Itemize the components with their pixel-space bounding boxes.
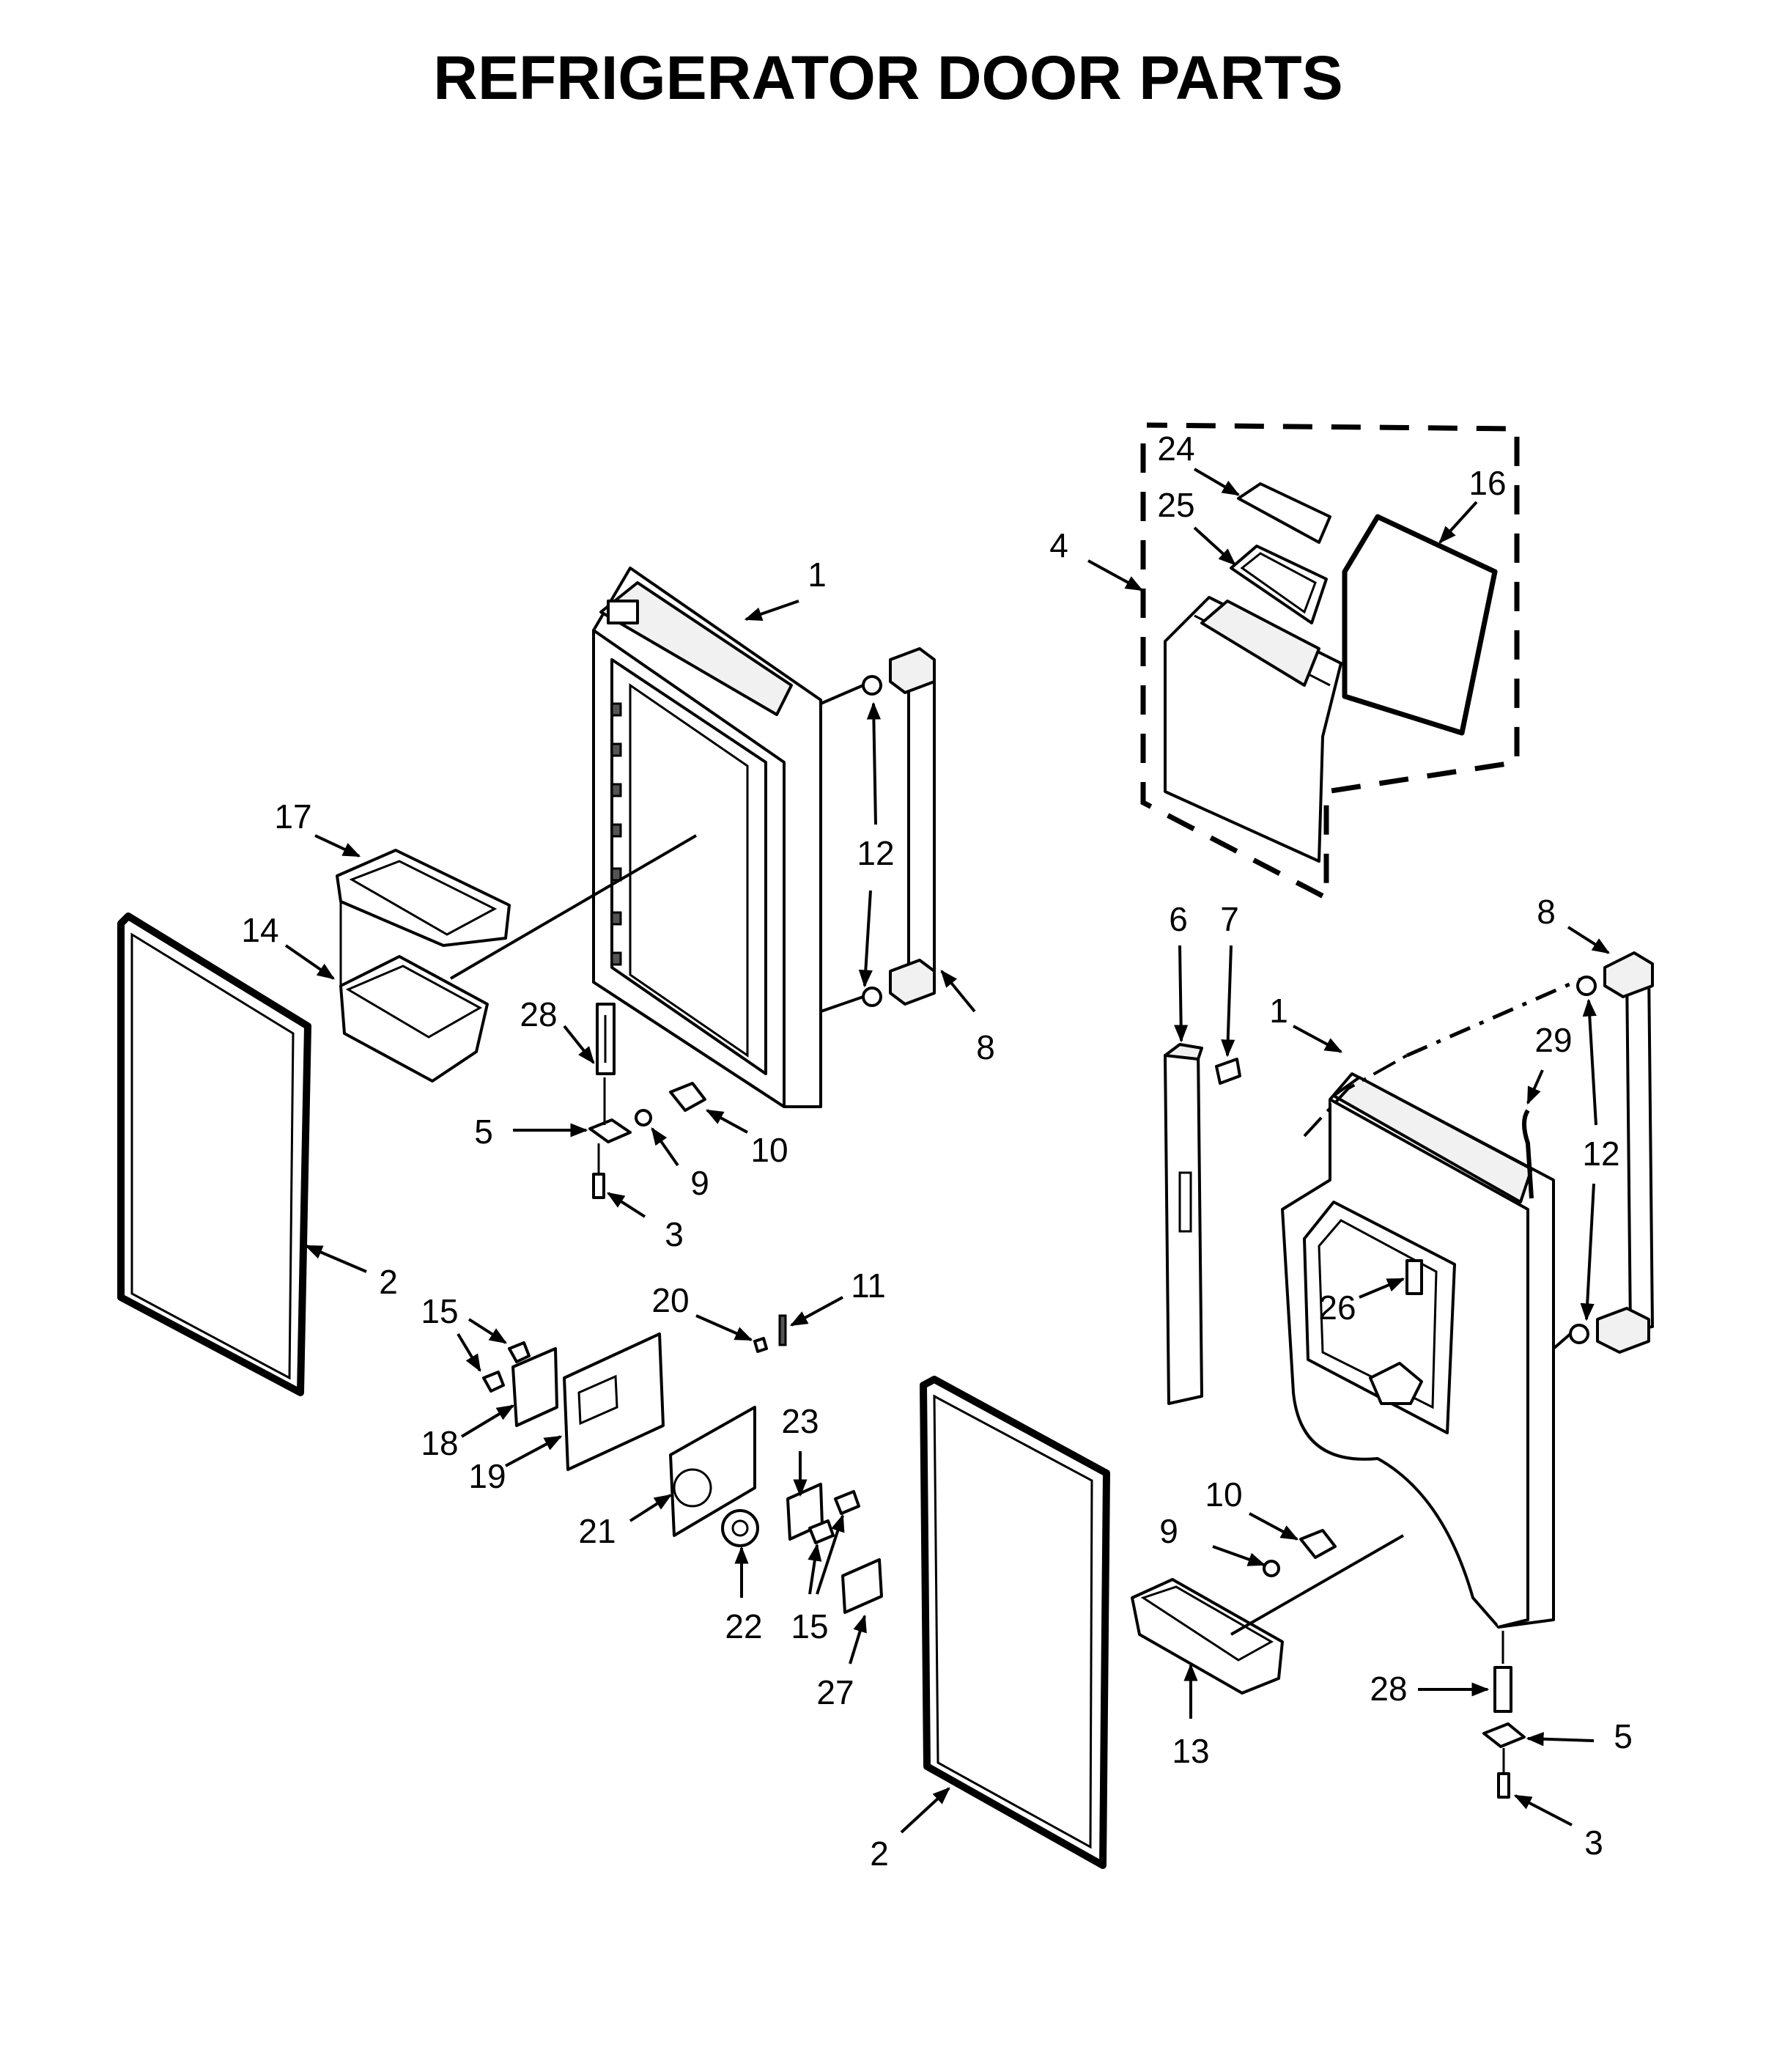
callout-3a: 3 bbox=[665, 1215, 684, 1253]
left-screw-3 bbox=[592, 1143, 605, 1199]
callout-23: 23 bbox=[781, 1402, 819, 1440]
callout-17: 17 bbox=[274, 797, 311, 836]
dispenser-panel-19 bbox=[563, 1332, 665, 1471]
ice-bin-door-4 bbox=[1164, 596, 1342, 863]
callout-16: 16 bbox=[1468, 464, 1506, 502]
callout-13: 13 bbox=[1172, 1732, 1209, 1770]
callout-15a: 15 bbox=[421, 1292, 458, 1330]
right-hinge-28 bbox=[1493, 1631, 1512, 1713]
callout-6: 6 bbox=[1169, 900, 1188, 938]
right-hinge-plate-5 bbox=[1482, 1722, 1526, 1748]
screw-7 bbox=[1215, 1058, 1241, 1085]
callout-19: 19 bbox=[468, 1457, 506, 1495]
callout-22: 22 bbox=[725, 1607, 762, 1645]
callout-24: 24 bbox=[1157, 429, 1194, 468]
screws-15-upper bbox=[482, 1341, 531, 1393]
callout-2b: 2 bbox=[870, 1835, 889, 1873]
left-handle-8 bbox=[820, 647, 936, 1013]
callout-21: 21 bbox=[578, 1512, 616, 1550]
callout-1a: 1 bbox=[808, 556, 827, 594]
callout-20: 20 bbox=[651, 1281, 689, 1319]
callout-8b: 8 bbox=[1537, 893, 1556, 931]
right-handle-8 bbox=[1552, 951, 1654, 1354]
bracket-18 bbox=[511, 1347, 558, 1427]
callout-26: 26 bbox=[1318, 1288, 1356, 1327]
cover-27 bbox=[841, 1558, 883, 1614]
left-hinge-plate-5 bbox=[588, 1077, 632, 1143]
door-hinge-strip-6 bbox=[1164, 1043, 1203, 1405]
callout-4: 4 bbox=[1049, 526, 1068, 564]
callout-27: 27 bbox=[816, 1673, 854, 1711]
right-closer-10 bbox=[1299, 1529, 1337, 1559]
left-door-shelf-studs bbox=[610, 702, 622, 966]
left-bin-14 bbox=[339, 902, 489, 1083]
callout-25: 25 bbox=[1157, 486, 1194, 524]
callout-12b: 12 bbox=[1582, 1135, 1619, 1173]
callout-8a: 8 bbox=[976, 1028, 995, 1066]
pin-11 bbox=[778, 1314, 787, 1346]
callout-28b: 28 bbox=[1370, 1670, 1407, 1708]
spring-22 bbox=[721, 1509, 759, 1547]
left-door-1 bbox=[592, 567, 822, 1108]
right-screw-3 bbox=[1497, 1748, 1510, 1799]
callout-2a: 2 bbox=[379, 1263, 398, 1301]
door-bin-13 bbox=[1131, 1578, 1284, 1695]
left-screw-9 bbox=[635, 1109, 652, 1127]
right-screw-9 bbox=[1263, 1560, 1280, 1577]
callout-10b: 10 bbox=[1205, 1475, 1242, 1514]
switch-26 bbox=[1405, 1259, 1423, 1295]
callout-5a: 5 bbox=[474, 1113, 493, 1151]
callout-3b: 3 bbox=[1584, 1824, 1603, 1862]
ice-bin-liner-16 bbox=[1342, 514, 1498, 736]
paddle-21 bbox=[669, 1406, 756, 1537]
left-hinge-28 bbox=[596, 1003, 616, 1075]
water-tube-29 bbox=[1522, 1109, 1534, 1199]
screws-15-lower bbox=[808, 1490, 860, 1544]
callout-14: 14 bbox=[241, 911, 278, 949]
right-door-1 bbox=[1281, 1072, 1555, 1629]
callout-18: 18 bbox=[421, 1424, 458, 1462]
left-closer-10 bbox=[669, 1082, 706, 1112]
left-gasket-2 bbox=[117, 913, 311, 1396]
clip-20 bbox=[753, 1337, 768, 1353]
ice-bin-gasket-24 bbox=[1237, 482, 1331, 544]
ice-bin-seal-25 bbox=[1230, 545, 1328, 624]
callout-5b: 5 bbox=[1614, 1717, 1633, 1755]
callout-12a: 12 bbox=[857, 834, 894, 872]
left-bin-17 bbox=[336, 849, 511, 947]
callout-29: 29 bbox=[1534, 1021, 1572, 1059]
diagram-title: REFRIGERATOR DOOR PARTS bbox=[433, 43, 1342, 112]
callout-9a: 9 bbox=[690, 1164, 709, 1202]
callout-7: 7 bbox=[1220, 900, 1239, 938]
callout-11: 11 bbox=[851, 1267, 886, 1305]
callout-15b: 15 bbox=[791, 1607, 828, 1645]
callout-10a: 10 bbox=[750, 1131, 788, 1169]
callout-28a: 28 bbox=[520, 995, 557, 1033]
right-gasket-2 bbox=[920, 1376, 1110, 1869]
callout-1b: 1 bbox=[1269, 992, 1288, 1030]
callout-9b: 9 bbox=[1159, 1512, 1178, 1550]
